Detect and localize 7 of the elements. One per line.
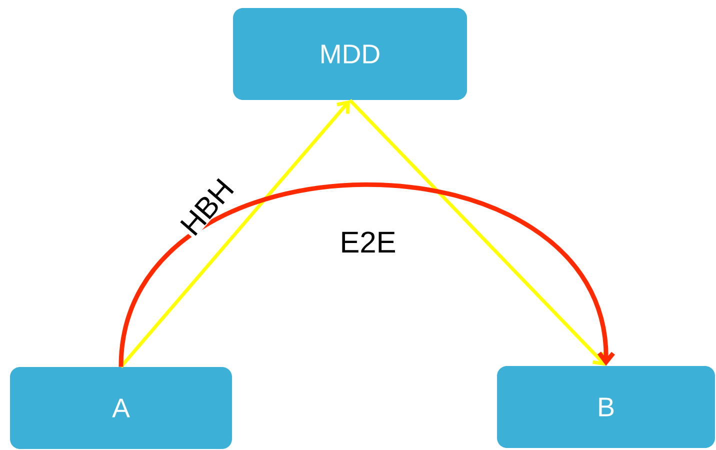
process-box: A — [10, 367, 232, 449]
process-box: B — [497, 366, 715, 448]
arrow — [118, 182, 615, 368]
arrow — [120, 100, 350, 368]
process-box: MDD — [233, 8, 467, 100]
arrow — [348, 98, 606, 366]
edge-label: E2E — [338, 230, 398, 254]
